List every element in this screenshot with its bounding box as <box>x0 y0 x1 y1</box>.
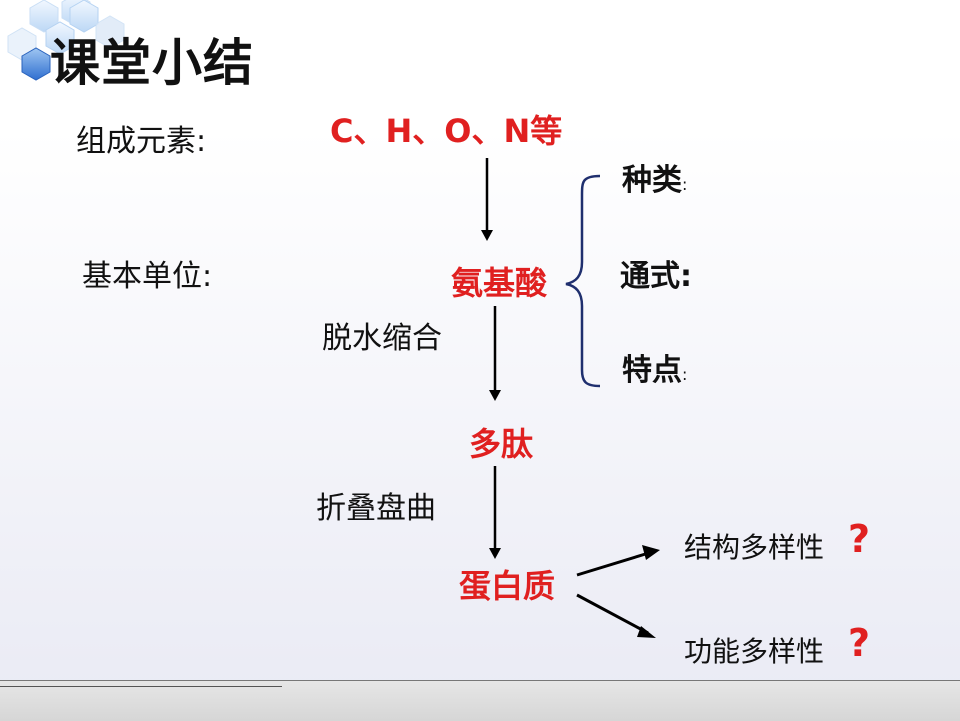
question-mark-icon: ? <box>848 621 871 665</box>
arrow-icon <box>576 545 660 577</box>
kinds-label: 种类: <box>622 163 688 198</box>
hexagon-cluster-icon <box>7 0 125 81</box>
polypeptide-label: 多肽 <box>469 425 534 463</box>
features-label: 特点: <box>622 353 688 388</box>
function-diversity-label: 功能多样性 <box>684 635 825 668</box>
elements-value: C、H、O、N等 <box>330 112 563 150</box>
formula-label: 通式: <box>620 259 692 294</box>
amino-acid-label: 氨基酸 <box>451 264 548 302</box>
folding-label: 折叠盘曲 <box>316 491 436 526</box>
unit-label: 基本单位: <box>82 259 213 294</box>
protein-label: 蛋白质 <box>459 567 556 605</box>
footer-divider <box>0 686 282 687</box>
page-title: 课堂小结 <box>50 34 254 92</box>
structure-diversity-label: 结构多样性 <box>684 531 825 564</box>
curly-brace-icon <box>565 174 601 388</box>
arrow-icon <box>489 306 501 401</box>
arrow-icon <box>489 466 501 559</box>
arrow-icon <box>576 593 656 638</box>
elements-label: 组成元素: <box>76 124 207 159</box>
arrow-icon <box>481 158 493 241</box>
question-mark-icon: ? <box>848 517 871 561</box>
dehydration-label: 脱水缩合 <box>322 321 442 356</box>
